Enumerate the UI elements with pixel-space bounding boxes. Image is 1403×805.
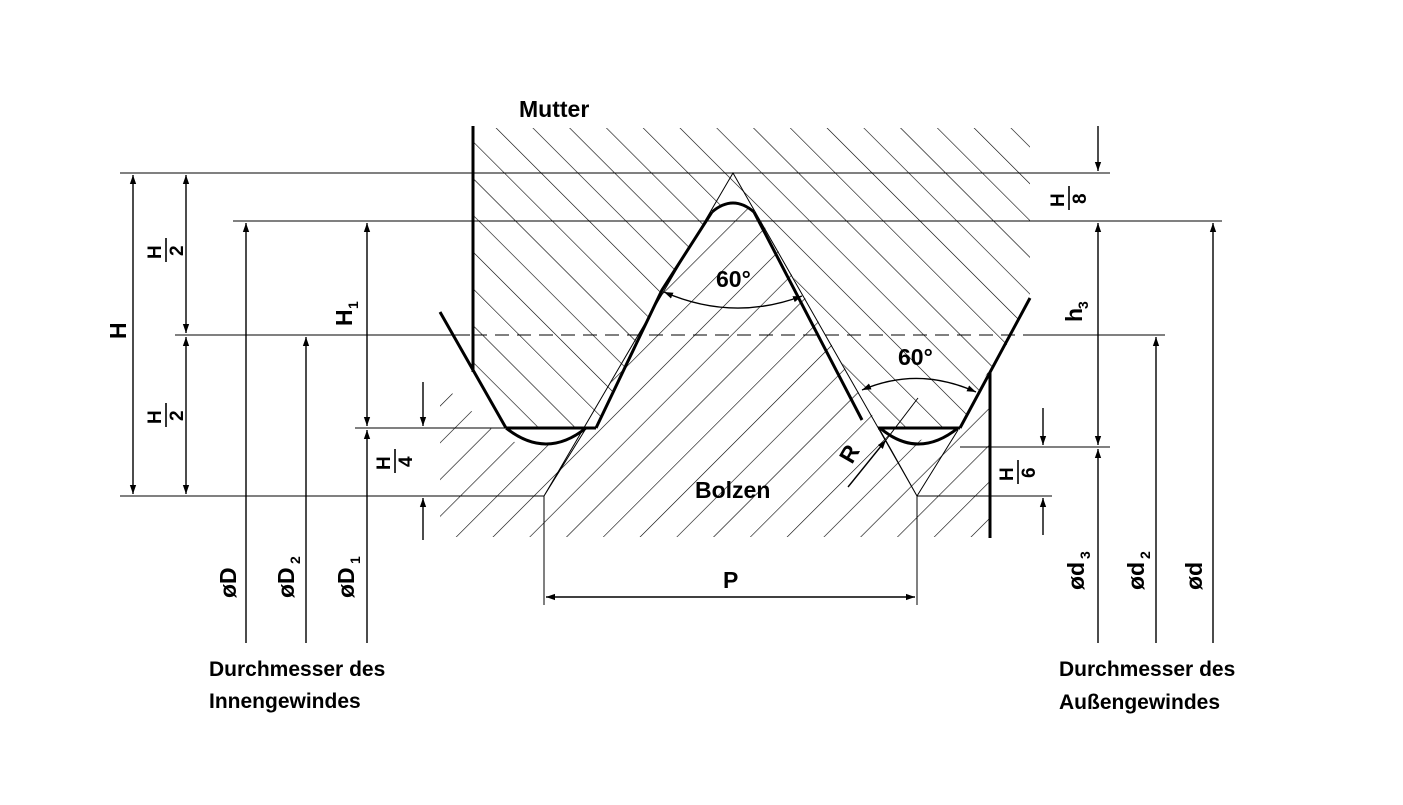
radius-leader <box>847 439 887 488</box>
H-quarter-fraction: H 4 <box>374 449 417 473</box>
pitch-label: P <box>723 567 738 593</box>
svg-text:2: 2 <box>167 410 188 421</box>
svg-text:1: 1 <box>347 556 363 564</box>
svg-text:ød: ød <box>1123 562 1149 590</box>
crest-arc-top <box>711 201 755 214</box>
root-arc-left <box>505 426 587 446</box>
D-label: øD <box>215 567 241 598</box>
H-label: H <box>105 322 131 339</box>
svg-text:h: h <box>1061 308 1087 322</box>
d-label: ød <box>1181 562 1207 590</box>
caption-internal-1: Durchmesser des <box>209 658 385 681</box>
H-eighth-fraction: H 8 <box>1048 186 1091 210</box>
svg-text:2: 2 <box>1137 551 1153 559</box>
svg-text:H: H <box>331 309 357 326</box>
svg-text:H: H <box>1048 193 1069 207</box>
caption-external-2: Außengewindes <box>1059 691 1220 714</box>
svg-text:1: 1 <box>345 301 361 309</box>
svg-text:øD: øD <box>273 567 299 598</box>
d2-label: ød 2 <box>1123 551 1153 590</box>
D2-label: øD 2 <box>273 556 303 598</box>
H-half-bottom-fraction: H 2 <box>145 403 188 427</box>
svg-text:3: 3 <box>1077 551 1093 559</box>
angle-arc-top <box>663 291 803 309</box>
svg-text:6: 6 <box>1019 467 1040 478</box>
radius-leader-ext <box>885 397 919 441</box>
caption-external-1: Durchmesser des <box>1059 658 1235 681</box>
svg-text:H: H <box>997 467 1018 481</box>
H-sixth-fraction: H 6 <box>997 460 1040 484</box>
thread-profile <box>438 211 1032 429</box>
svg-text:ød: ød <box>1063 562 1089 590</box>
svg-text:H: H <box>145 410 166 424</box>
svg-text:8: 8 <box>1070 193 1091 204</box>
svg-text:H: H <box>145 245 166 259</box>
H1-label: H 1 <box>331 301 361 326</box>
nut-label: Mutter <box>519 96 589 122</box>
svg-text:2: 2 <box>287 556 303 564</box>
caption-internal-2: Innengewindes <box>209 690 361 713</box>
svg-text:øD: øD <box>333 567 359 598</box>
h3-label: h 3 <box>1061 301 1091 322</box>
root-arc-right <box>879 426 959 446</box>
D1-label: øD 1 <box>333 556 363 598</box>
angle-arc-right <box>861 377 977 393</box>
d3-label: ød 3 <box>1063 551 1093 590</box>
H-half-top-fraction: H 2 <box>145 238 188 262</box>
svg-text:2: 2 <box>167 245 188 256</box>
svg-text:H: H <box>374 456 395 470</box>
angle-top-label: 60° <box>716 266 751 292</box>
svg-text:4: 4 <box>396 456 417 467</box>
bolt-label: Bolzen <box>695 477 770 503</box>
svg-text:3: 3 <box>1075 301 1091 309</box>
angle-right-label: 60° <box>898 344 933 370</box>
